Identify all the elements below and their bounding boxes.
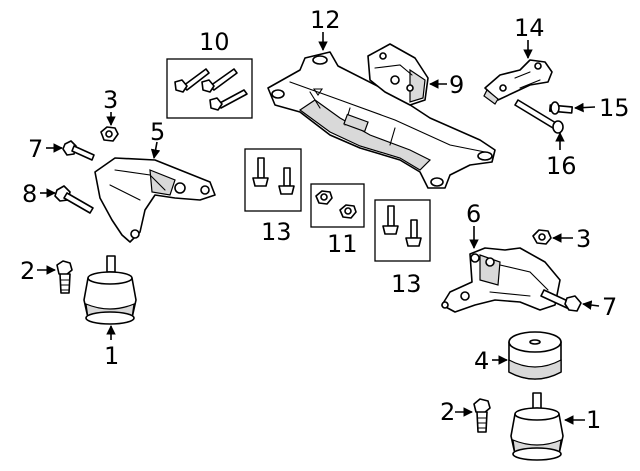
part-16-long-bolt[interactable]	[514, 99, 564, 134]
part-11-nut-set[interactable]	[310, 183, 365, 228]
part-13-bolt-set-right[interactable]	[374, 199, 431, 262]
part-12-crossmember[interactable]	[267, 51, 496, 189]
callout-14: 14	[514, 14, 545, 42]
part-7-bolt-left[interactable]	[62, 140, 95, 161]
part-11-box	[310, 183, 365, 228]
part-2-stud-left[interactable]	[56, 260, 73, 294]
part-1-engine-mount-right[interactable]	[510, 392, 564, 461]
callout-8: 8	[22, 180, 37, 208]
callout-12: 12	[310, 6, 341, 34]
leader-lines	[37, 32, 600, 425]
callout-1-left: 1	[104, 342, 119, 370]
part-3-nut-left[interactable]	[100, 126, 119, 142]
part-14-bracket[interactable]	[483, 59, 553, 105]
callout-13-right: 13	[391, 270, 422, 298]
part-13-box-right	[374, 199, 431, 262]
part-13-box-left	[244, 148, 302, 212]
part-7-bolt-right[interactable]	[540, 289, 582, 312]
callout-2-left: 2	[20, 257, 35, 285]
callout-9: 9	[449, 71, 464, 99]
callout-7-right: 7	[602, 293, 617, 321]
part-2-stud-right[interactable]	[473, 398, 491, 433]
callout-4: 4	[474, 347, 489, 375]
part-10-bolt-set[interactable]	[166, 58, 253, 119]
callout-7-left: 7	[28, 135, 43, 163]
part-5-bracket-left[interactable]	[94, 157, 216, 243]
part-3-nut-right[interactable]	[532, 229, 552, 245]
callout-1-right: 1	[586, 406, 601, 434]
part-8-bolt[interactable]	[54, 185, 94, 214]
callout-15: 15	[599, 94, 630, 122]
callout-3-left: 3	[103, 86, 118, 114]
callout-2-right: 2	[440, 398, 455, 426]
callout-16: 16	[546, 152, 577, 180]
part-1-engine-mount-left[interactable]	[83, 255, 137, 325]
callout-6: 6	[466, 200, 481, 228]
part-15-bolt[interactable]	[548, 101, 574, 115]
part-9-mount-bracket[interactable]	[367, 43, 429, 106]
part-13-bolt-set-left[interactable]	[244, 148, 302, 212]
callout-13-left: 13	[261, 218, 292, 246]
part-10-box	[166, 58, 253, 119]
callout-3-right: 3	[576, 225, 591, 253]
callout-11: 11	[327, 230, 358, 258]
callout-labels: 12 10 9 14 15 16 3 7 5 8 13 11 13 2 1 6 …	[20, 6, 630, 434]
part-6-bracket-right[interactable]	[441, 247, 561, 313]
part-4-bushing[interactable]	[508, 331, 562, 380]
callout-10: 10	[199, 28, 230, 56]
callout-5: 5	[150, 118, 165, 146]
